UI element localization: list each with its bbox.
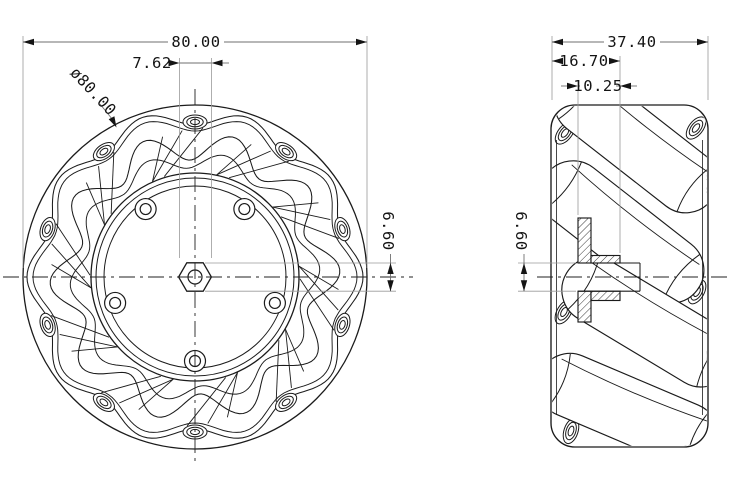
spoke-line: [186, 377, 227, 427]
hub-section-hatched: [590, 290, 621, 302]
spoke-line: [98, 166, 105, 225]
roller-end-cap: [275, 392, 298, 412]
spoke-line: [226, 372, 238, 418]
arrowhead: [387, 280, 394, 292]
spoke-line: [110, 152, 115, 214]
dim-label-side-width: 37.40: [607, 33, 656, 51]
dim-label-front-diameter: ø80.00: [66, 64, 119, 119]
spoke-line: [285, 329, 292, 388]
roller-end-cap: [39, 216, 56, 242]
arrowhead: [520, 280, 528, 292]
bolt-hole-outer: [263, 291, 286, 315]
arrowhead: [552, 57, 563, 65]
spoke-line: [229, 160, 289, 179]
arrowhead: [356, 38, 367, 46]
spoke-line: [272, 206, 331, 221]
dim-label-side-hub-offset: 16.70: [559, 52, 608, 70]
roller-end-cap: [275, 142, 298, 162]
bolt-hole-outer: [233, 197, 256, 221]
dim-side-hub-width: [561, 82, 637, 90]
dim-front-hex-height: [387, 254, 394, 292]
side-roller-group: [552, 106, 707, 446]
dim-label-front-hex-width: 7.62: [132, 54, 171, 72]
spoke-line: [152, 130, 183, 182]
dim-side-bore-height: [520, 254, 528, 292]
roller-end-cap: [92, 142, 115, 162]
hub-section: [577, 217, 641, 323]
spoke-line: [51, 264, 92, 289]
spoke-line: [285, 329, 305, 372]
spoke-line: [101, 375, 161, 394]
side-view: 37.40 16.70 10.25 6.60: [512, 33, 730, 448]
hub-section-hatched: [577, 290, 592, 323]
spoke-line: [216, 150, 271, 176]
arrowhead: [211, 59, 223, 67]
spoke-line: [85, 182, 105, 225]
spoke-line: [275, 340, 280, 402]
front-view: 80.00 7.62 ø80.00 6.60: [3, 33, 413, 461]
side-dimensions: [518, 36, 709, 292]
spoke-line: [152, 136, 164, 182]
roller-end-cap: [334, 312, 351, 338]
spoke-line: [55, 223, 91, 276]
spoke-line: [119, 378, 174, 404]
arrowhead: [609, 57, 620, 65]
hub-section-hatched: [590, 254, 621, 264]
bolt-hole-outer: [104, 291, 127, 315]
spoke-line: [59, 333, 118, 348]
spoke-line: [138, 378, 174, 410]
side-roller-end-cap: [685, 116, 707, 140]
arrowhead: [168, 59, 180, 67]
arrowhead: [23, 38, 34, 46]
dim-label-side-bore-height: 6.60: [512, 211, 530, 250]
dim-side-overall-width: [552, 38, 708, 46]
roller-end-cap: [92, 392, 115, 412]
arrowhead: [620, 82, 631, 90]
dim-label-front-hex-height: 6.60: [379, 211, 397, 250]
side-roller-barrel: [553, 106, 707, 214]
side-roller-barrel: [552, 352, 707, 446]
roller-end-cap: [334, 216, 351, 242]
dim-label-side-hub-width: 10.25: [573, 77, 622, 95]
spoke-line: [299, 278, 335, 331]
spoke-line: [272, 202, 319, 208]
front-extension-lines: [22, 36, 396, 292]
side-body-outline: [550, 104, 709, 448]
side-wheel-art: [550, 104, 709, 448]
spoke-line: [207, 372, 238, 424]
spoke-line: [216, 144, 252, 176]
spoke-line: [71, 346, 118, 352]
bolt-hole-inner: [109, 296, 122, 310]
spoke-line: [163, 127, 204, 177]
arrowhead: [387, 263, 394, 274]
bolt-hole-inner: [268, 296, 281, 310]
dim-front-diameter-leader: [99, 103, 117, 128]
dim-front-overall-width: [23, 38, 367, 46]
spoke-line: [298, 265, 339, 290]
arrowhead: [108, 116, 117, 128]
roller-mid-wave: [49, 136, 341, 418]
dim-side-hub-offset: [552, 57, 620, 65]
dim-label-front-width: 80.00: [171, 33, 220, 51]
hub-section-hatched: [577, 217, 592, 264]
spoke-line: [51, 243, 92, 289]
spoke-line: [298, 265, 339, 311]
front-centerlines: [3, 89, 413, 461]
dim-front-hex-width: [168, 59, 229, 67]
spoke-line: [50, 315, 110, 338]
spoke-line: [280, 216, 340, 239]
side-extension-lines: [518, 36, 709, 292]
arrowhead: [697, 38, 708, 46]
front-dimensions: [22, 36, 396, 292]
bolt-hole-outer: [134, 197, 157, 221]
bolt-hole-inner: [139, 202, 152, 216]
arrowhead: [567, 82, 578, 90]
bolt-hole-inner: [238, 202, 251, 216]
side-dimension-labels: 37.40 16.70 10.25 6.60: [512, 33, 656, 251]
arrowhead: [520, 263, 528, 274]
roller-end-cap: [39, 312, 56, 338]
arrowhead: [552, 38, 563, 46]
